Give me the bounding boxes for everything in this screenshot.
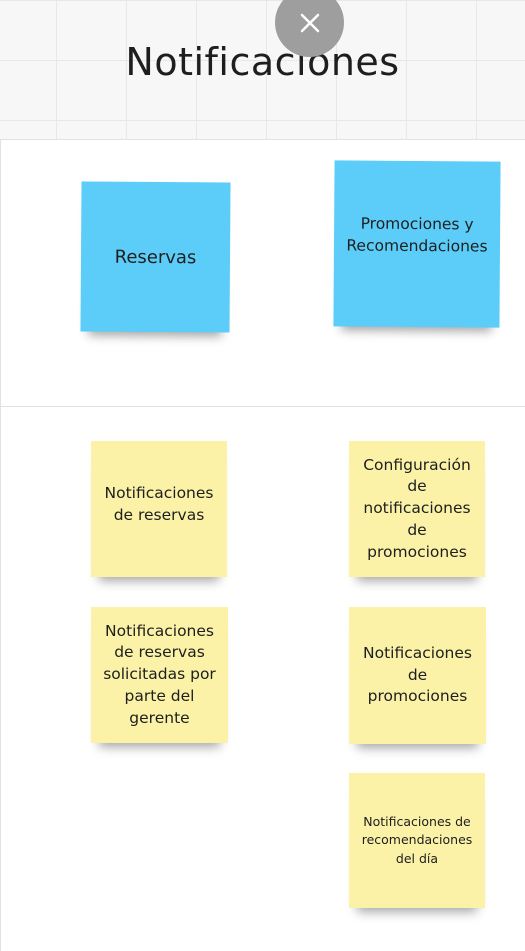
- sticky-note-promociones[interactable]: Promociones y Recomendaciones: [333, 160, 501, 328]
- sticky-note-text: Configuración de notificaciones de promo…: [363, 455, 471, 561]
- sticky-note-text: Notificaciones de promociones: [363, 643, 472, 706]
- close-button[interactable]: [275, 0, 344, 57]
- sticky-note-reservas[interactable]: Reservas: [80, 181, 231, 333]
- close-icon: [300, 13, 319, 32]
- sticky-note-notificaciones-promociones[interactable]: Notificaciones de promociones: [349, 607, 486, 744]
- sticky-note-reservas-gerente[interactable]: Notificaciones de reservas solicitadas p…: [91, 607, 228, 743]
- sticky-note-text: Notificaciones de reservas solicitadas p…: [103, 621, 216, 727]
- sticky-note-text: Notificaciones de recomendaciones del dí…: [361, 814, 473, 866]
- sticky-note-text: Reservas: [114, 246, 197, 268]
- sticky-note-notificaciones-reservas[interactable]: Notificaciones de reservas: [91, 441, 227, 577]
- board-title: Notificaciones: [125, 40, 400, 84]
- sticky-note-text: Promociones y Recomendaciones: [346, 214, 488, 256]
- sticky-note-config-promociones[interactable]: Configuración de notificaciones de promo…: [349, 441, 485, 577]
- sticky-note-text: Notificaciones de reservas: [104, 484, 214, 524]
- sticky-note-recomendaciones-dia[interactable]: Notificaciones de recomendaciones del dí…: [349, 773, 485, 908]
